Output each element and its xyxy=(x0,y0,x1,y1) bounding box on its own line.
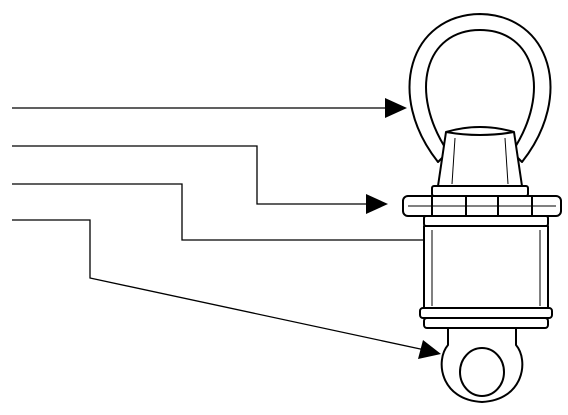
bushing-shade-2 xyxy=(504,137,509,185)
hoist-ring xyxy=(402,13,562,403)
leader-line-2 xyxy=(12,145,368,205)
barrel-top-ring xyxy=(423,215,549,227)
arrowhead-4 xyxy=(418,340,441,359)
bushing-shade-1 xyxy=(451,137,456,185)
bushing-top-rim xyxy=(445,131,515,136)
washer xyxy=(431,185,529,197)
arrowhead-1 xyxy=(385,98,407,118)
bottom-eye-hole xyxy=(459,347,505,397)
barrel xyxy=(423,225,549,313)
leader-lines xyxy=(12,107,462,351)
lower-collar-2 xyxy=(423,317,549,329)
leader-line-4 xyxy=(12,219,426,351)
leader-line-3 xyxy=(12,183,462,241)
lower-collar-1 xyxy=(419,307,553,319)
arrowhead-2 xyxy=(366,194,388,214)
lifting-bail xyxy=(408,13,552,163)
